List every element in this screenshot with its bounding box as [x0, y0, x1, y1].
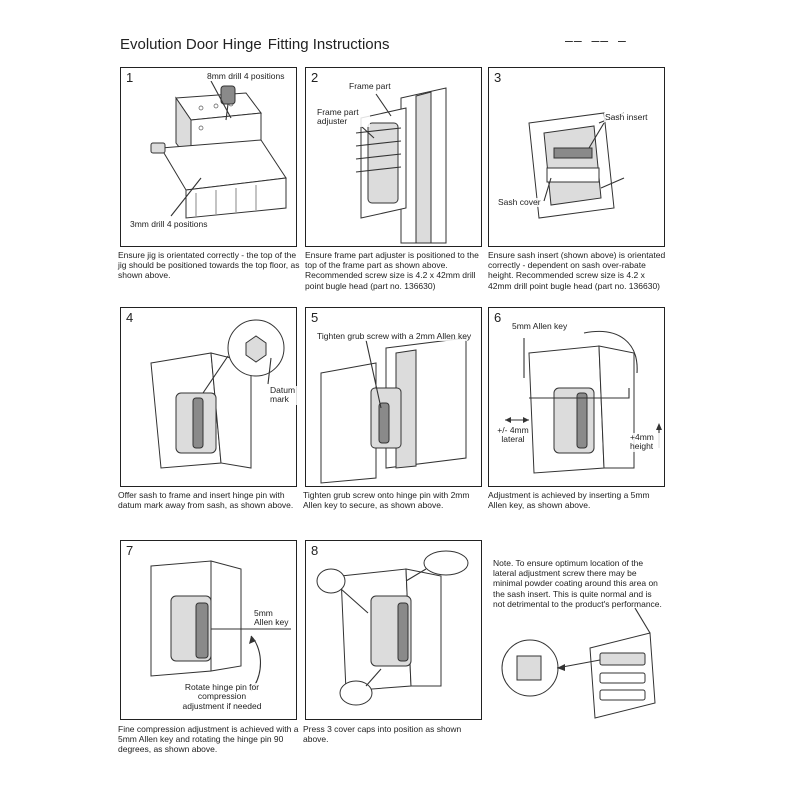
- jig-drill-illustration: [150, 80, 287, 219]
- step-number: 2: [311, 70, 319, 85]
- callout-height: +4mm height: [629, 432, 661, 452]
- title-sub: Fitting Instructions: [267, 36, 390, 53]
- callout-frame-part-adjuster: Frame part adjuster: [316, 107, 370, 127]
- callout-sash-cover: Sash cover: [497, 197, 542, 208]
- sash-to-frame-illustration: [150, 319, 285, 469]
- step-6-panel: 6 5mm Allen key +/- 4mm lateral +4mm hei…: [488, 307, 665, 487]
- callout-8mm-drill: 8mm drill 4 positions: [206, 71, 286, 82]
- step-number: 3: [494, 70, 502, 85]
- sash-insert-detail-illustration: [501, 608, 656, 719]
- callout-lateral: +/- 4mm lateral: [495, 425, 531, 445]
- frame-part-illustration: [355, 87, 447, 244]
- step-number: 1: [126, 70, 134, 85]
- callout-5mm-allen-key: 5mm Allen key: [253, 608, 293, 628]
- step-7-caption: Fine compression adjustment is achieved …: [118, 724, 299, 755]
- step-4-caption: Offer sash to frame and insert hinge pin…: [118, 490, 294, 511]
- step-4-panel: 4 Datum mark: [120, 307, 299, 487]
- page-title: Evolution Door Hinge Fitting Instructions: [120, 36, 389, 53]
- adjustment-illustration: [505, 331, 662, 474]
- callout-grub-screw: Tighten grub screw with a 2mm Allen key: [316, 331, 473, 342]
- step-6-caption: Adjustment is achieved by inserting a 5m…: [488, 490, 650, 511]
- step-2-caption: Ensure frame part adjuster is positioned…: [305, 250, 479, 291]
- step-7-panel: 7 5mm Allen key Rotate hinge pin for com…: [120, 540, 297, 720]
- compression-adjustment-illustration: [150, 560, 291, 692]
- corner-marks: —— —— —: [565, 34, 627, 49]
- step-number: 8: [311, 543, 319, 558]
- step-8-panel: 8: [305, 540, 482, 720]
- callout-3mm-drill: 3mm drill 4 positions: [129, 219, 209, 230]
- step-number: 7: [126, 543, 134, 558]
- cover-caps-illustration: [316, 550, 469, 706]
- title-main: Evolution Door Hinge: [120, 36, 262, 53]
- step-2-panel: 2 Frame part Frame part adjuster: [305, 67, 482, 247]
- step-3-caption: Ensure sash insert (shown above) is orie…: [488, 250, 666, 291]
- callout-sash-insert: Sash insert: [604, 112, 649, 123]
- callout-rotate-hinge-pin: Rotate hinge pin for compression adjustm…: [181, 682, 263, 712]
- grub-screw-illustration: [320, 337, 467, 484]
- step-8-caption: Press 3 cover caps into position as show…: [303, 724, 462, 745]
- step-number: 5: [311, 310, 319, 325]
- step-5-caption: Tighten grub screw onto hinge pin with 2…: [303, 490, 470, 511]
- powder-coating-note: Note. To ensure optimum location of the …: [493, 558, 662, 609]
- step-1-panel: 1 8mm drill 4 positions 3mm drill 4 posi…: [120, 67, 297, 247]
- callout-5mm-allen-key: 5mm Allen key: [511, 321, 569, 332]
- step-3-panel: 3 Sash insert Sash cover: [488, 67, 665, 247]
- callout-datum-mark: Datum mark: [269, 385, 299, 405]
- step-number: 4: [126, 310, 134, 325]
- step-5-panel: 5 Tighten grub screw with a 2mm Allen ke…: [305, 307, 482, 487]
- step-number: 6: [494, 310, 502, 325]
- callout-frame-part: Frame part: [348, 81, 392, 92]
- sash-insert-illustration: [528, 112, 625, 219]
- step-1-caption: Ensure jig is orientated correctly - the…: [118, 250, 300, 281]
